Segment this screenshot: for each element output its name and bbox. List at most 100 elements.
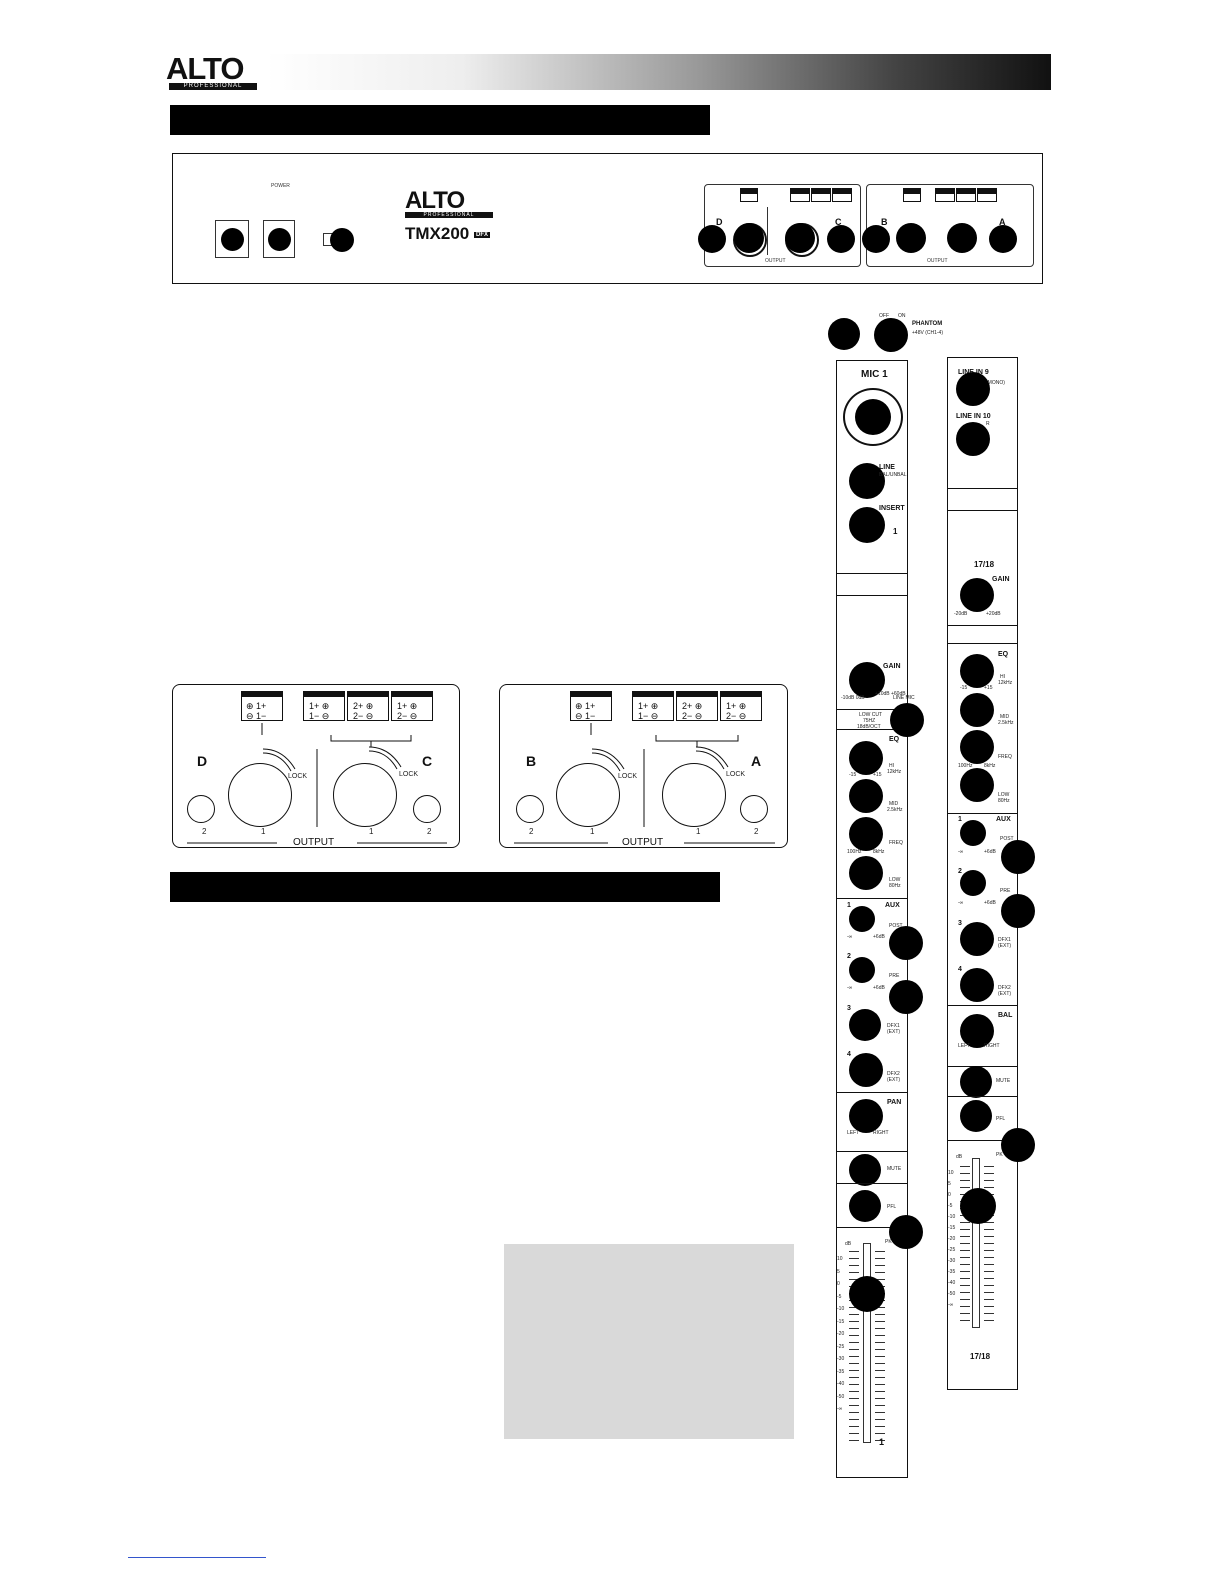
freq-label: FREQ [998,754,1012,760]
callout-pan [849,1099,883,1133]
callout-eq-mid-stereo [960,693,994,727]
tab-4-text: 1+ ⊕ 2− ⊖ [397,701,417,721]
tab-1-line1: ⊕ 1+ [575,701,596,711]
aux4-num: 4 [847,1051,851,1058]
phantom-label: PHANTOM [912,321,943,327]
hi-label: HI [889,763,894,769]
scale-m15: -15 [837,1318,845,1325]
pk-label: PK [996,1152,1003,1158]
bal-label: BAL [998,1012,1013,1019]
lowcut-label: LOW CUT [859,712,883,718]
aux-label: AUX [885,902,900,909]
freq-label: FREQ [889,840,903,846]
num-b1: 1 [590,827,595,836]
tab-1-text: ⊕ 1+ ⊖ 1− [575,701,595,721]
aux3-num: 3 [958,920,962,927]
pre-label: PRE [889,973,900,979]
scale-m50: -50 [837,1393,845,1400]
power-label: POWER [271,183,290,189]
tab-ba-4 [977,188,997,202]
letter-c: C [422,753,433,769]
num-d2: 2 [202,827,207,836]
callout-eq-mid [849,779,883,813]
tab-3-line1: 2+ ⊕ [353,701,374,711]
divider [837,1092,907,1093]
callout-aux1-prepost-stereo [1001,840,1035,874]
aux2-min: -∞ [847,985,853,991]
scale-5: 5 [837,1268,840,1275]
note-box [504,1244,794,1439]
output-detail-dc-lines [187,723,447,844]
callout-bal [960,1014,994,1048]
model-name: TMX200 DFX [405,224,501,244]
scale-m35: -35 [837,1368,845,1375]
fader-ticks-right [875,1251,885,1441]
post-label: POST [1000,836,1014,842]
callout-mic [855,399,891,435]
callout-insert [849,507,885,543]
callout-c2 [827,225,855,253]
scale-10: 10 [948,1170,954,1176]
panel-logo: ALTO PROFESSIONAL TMX200 DFX [405,187,501,244]
line-sub: BAL/UNBAL [879,472,907,478]
tab-4-line2: 2− ⊖ [397,711,418,721]
callout-line10 [956,422,990,456]
bal-right: RIGHT [984,1043,1000,1049]
divider [837,709,907,710]
scale-m30: -30 [837,1356,845,1362]
scale-inf: -∞ [837,1406,843,1412]
divider [837,898,907,899]
callout-fader-stereo [960,1188,996,1224]
divider [948,1140,1017,1141]
tab-1-line1: ⊕ 1+ [246,701,267,711]
callout-eq-freq [849,817,883,851]
output-label: OUTPUT [293,837,335,848]
callout-d1 [734,223,764,253]
aux1-max: +6dB [873,934,885,940]
tab-2: 1+ ⊕ 1− ⊖ [303,691,345,721]
callout-eq-low-stereo [960,768,994,802]
low-label: LOW [889,877,901,883]
lowcut-slope: 18dB/OCT [857,724,881,730]
low-label: LOW [998,792,1010,798]
gain-min: -20dB [954,611,968,617]
lowcut-freq: 75HZ [863,718,876,724]
mute-label: MUTE [887,1166,902,1172]
scale-m20: -20 [948,1236,956,1242]
callout-a2 [989,225,1017,253]
xlr-output-d [228,763,292,827]
lock-b: LOCK [618,773,638,780]
gain-max: +10dB +60dB [875,691,906,697]
output-detail-ba: ⊕ 1+ ⊖ 1− 1+ ⊕ 1− ⊖ 2+ ⊕ 2− ⊖ 1+ ⊕ 2− ⊖ [499,684,788,848]
tab-4-line2: 2− ⊖ [726,711,747,721]
letter-c: C [835,217,842,227]
fader-scale-mono: 10 5 0 -5 -10 -15 -20 -25 -30 -35 -40 -5… [837,1253,849,1416]
num-c1: 1 [369,827,374,836]
low-freq: 80Hz [889,883,901,889]
panel-logo-word: ALTO [405,187,465,214]
mono-channel-strip: MIC 1 LINE BAL/UNBAL INSERT 1 GAIN -10dB… [836,360,915,1478]
callout-a1 [947,223,977,253]
model-suffix: DFX [473,231,490,238]
hi-range-max: +15 [984,685,993,691]
callout-fader [849,1276,885,1312]
hi-range-min: -15 [960,685,968,691]
callout-pk-led-stereo [1001,1128,1035,1162]
tab-dc-1 [740,188,758,202]
tab-4-line1: 1+ ⊕ [397,701,418,711]
tab-2: 1+ ⊕ 1− ⊖ [632,691,674,721]
aux2-num: 2 [958,868,962,875]
fuse-box [215,220,249,258]
mid-label: MID [889,801,899,807]
pan-right: RIGHT [873,1130,889,1136]
tab-1-line2: ⊖ 1− [575,711,596,721]
hi-label: HI [1000,674,1005,680]
gain-max: +20dB [986,611,1001,617]
divider [837,1151,907,1152]
tab-3-line2: 2− ⊖ [353,711,374,721]
jack-output-c2 [413,795,441,823]
power-callout [268,228,291,251]
mid-freq: 2.5kHz [998,720,1014,726]
output-detail-dc: ⊕ 1+ ⊖ 1− 1+ ⊕ 1− ⊖ 2+ ⊕ 2− ⊖ 1+ ⊕ 2− ⊖ [172,684,460,848]
callout-line [849,463,885,499]
